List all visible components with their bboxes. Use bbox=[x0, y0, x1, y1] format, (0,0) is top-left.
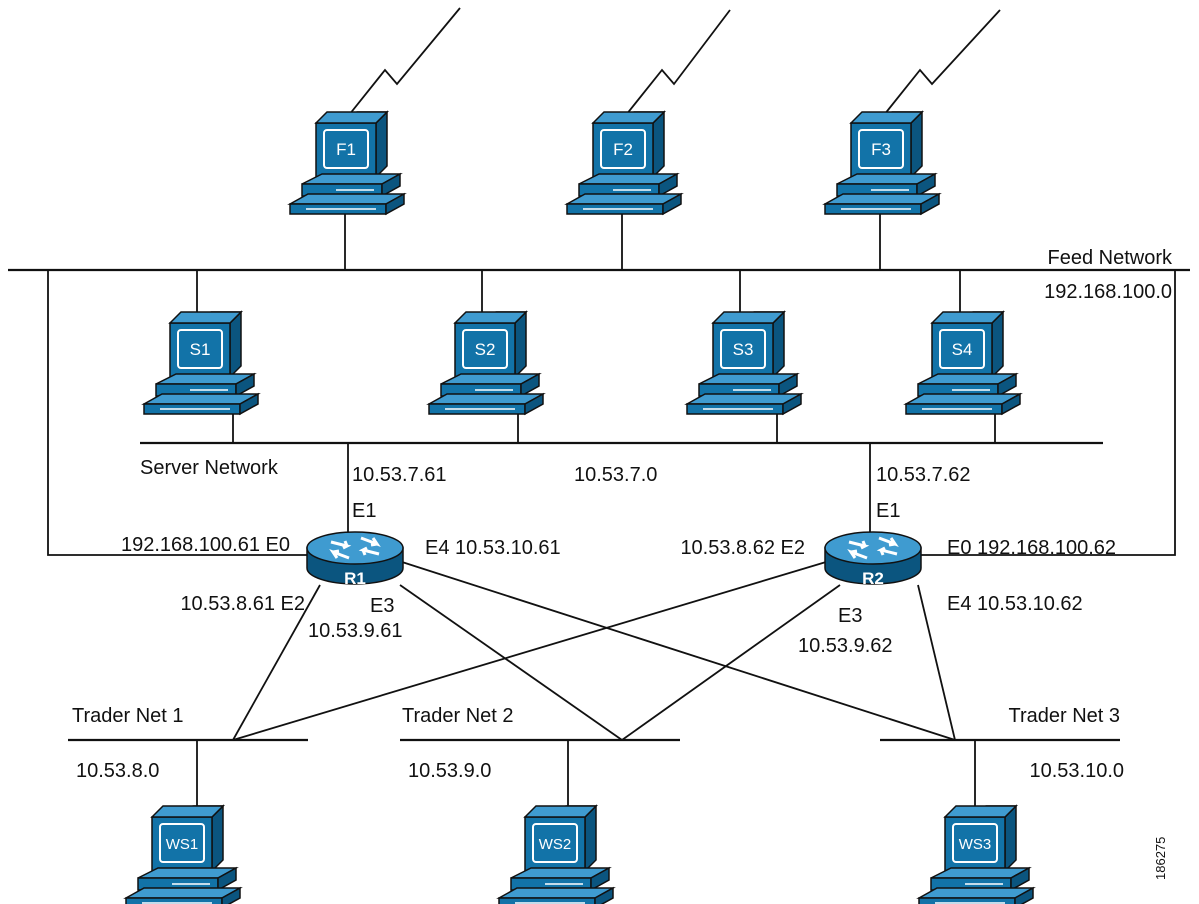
computer-icon bbox=[428, 311, 544, 415]
workstation-label: WS2 bbox=[539, 836, 572, 853]
r1-e0-label: 192.168.100.61 E0 bbox=[121, 534, 290, 556]
trader-net-3-address: 10.53.10.0 bbox=[1029, 760, 1124, 782]
computer-icon bbox=[686, 311, 802, 415]
server-label: S2 bbox=[475, 340, 496, 359]
router-label: R2 bbox=[862, 569, 884, 588]
feed-network-address: 192.168.100.0 bbox=[1044, 281, 1172, 303]
workstation-ws3: WS3 bbox=[918, 805, 1034, 904]
router-r1: R1 bbox=[305, 530, 405, 588]
feed-host-label: F3 bbox=[871, 140, 891, 159]
router-r2: R2 bbox=[823, 530, 923, 588]
r1-e4-label: E4 10.53.10.61 bbox=[425, 537, 561, 559]
server-label: S3 bbox=[733, 340, 754, 359]
server-label: S1 bbox=[190, 340, 211, 359]
trader-net-2-name: Trader Net 2 bbox=[402, 705, 514, 727]
server-network-name: Server Network bbox=[140, 457, 279, 479]
trader-net-1-name: Trader Net 1 bbox=[72, 705, 184, 727]
feed-network-name: Feed Network bbox=[1048, 247, 1173, 269]
feed-host-f2: F2 bbox=[566, 111, 682, 215]
r2-e1-address: 10.53.7.62 bbox=[876, 464, 971, 486]
trader-net-1-address: 10.53.8.0 bbox=[76, 760, 159, 782]
server-s3: S3 bbox=[686, 311, 802, 415]
server-s1: S1 bbox=[143, 311, 259, 415]
r2-e4-label: E4 10.53.10.62 bbox=[947, 593, 1083, 615]
computer-icon bbox=[566, 111, 682, 215]
trader-net-3-name: Trader Net 3 bbox=[1008, 705, 1120, 727]
links bbox=[47, 210, 1176, 822]
server-network-address: 10.53.7.0 bbox=[574, 464, 657, 486]
computer-icon bbox=[143, 311, 259, 415]
r1-e3-address: 10.53.9.61 bbox=[308, 620, 403, 642]
r2-e2-label: 10.53.8.62 E2 bbox=[680, 537, 805, 559]
feed-host-label: F2 bbox=[613, 140, 633, 159]
server-label: S4 bbox=[952, 340, 973, 359]
computer-icon bbox=[824, 111, 940, 215]
computer-icon bbox=[289, 111, 405, 215]
r2-e3-label: E3 bbox=[838, 605, 862, 627]
r2-e0-label: E0 192.168.100.62 bbox=[947, 537, 1116, 559]
feed-host-f1: F1 bbox=[289, 111, 405, 215]
router-label: R1 bbox=[344, 569, 366, 588]
r2-e3-address: 10.53.9.62 bbox=[798, 635, 893, 657]
workstation-label: WS3 bbox=[959, 836, 992, 853]
workstation-label: WS1 bbox=[166, 836, 199, 853]
server-s2: S2 bbox=[428, 311, 544, 415]
feed-host-label: F1 bbox=[336, 140, 356, 159]
workstation-ws1: WS1 bbox=[125, 805, 241, 904]
trader-net-2-address: 10.53.9.0 bbox=[408, 760, 491, 782]
wan-links bbox=[344, 7, 1001, 121]
server-s4: S4 bbox=[905, 311, 1021, 415]
network-segments bbox=[8, 268, 1190, 742]
r2-e1-label: E1 bbox=[876, 500, 900, 522]
r1-e1-label: E1 bbox=[352, 500, 376, 522]
computer-icon bbox=[905, 311, 1021, 415]
feed-host-f3: F3 bbox=[824, 111, 940, 215]
r1-e2-label: 10.53.8.61 E2 bbox=[180, 593, 305, 615]
workstation-ws2: WS2 bbox=[498, 805, 614, 904]
r1-e3-label: E3 bbox=[370, 595, 394, 617]
computer-icon bbox=[918, 805, 1034, 904]
r1-e1-address: 10.53.7.61 bbox=[352, 464, 447, 486]
computer-icon bbox=[125, 805, 241, 904]
computer-icon bbox=[498, 805, 614, 904]
figure-id: 186275 bbox=[1153, 837, 1168, 880]
